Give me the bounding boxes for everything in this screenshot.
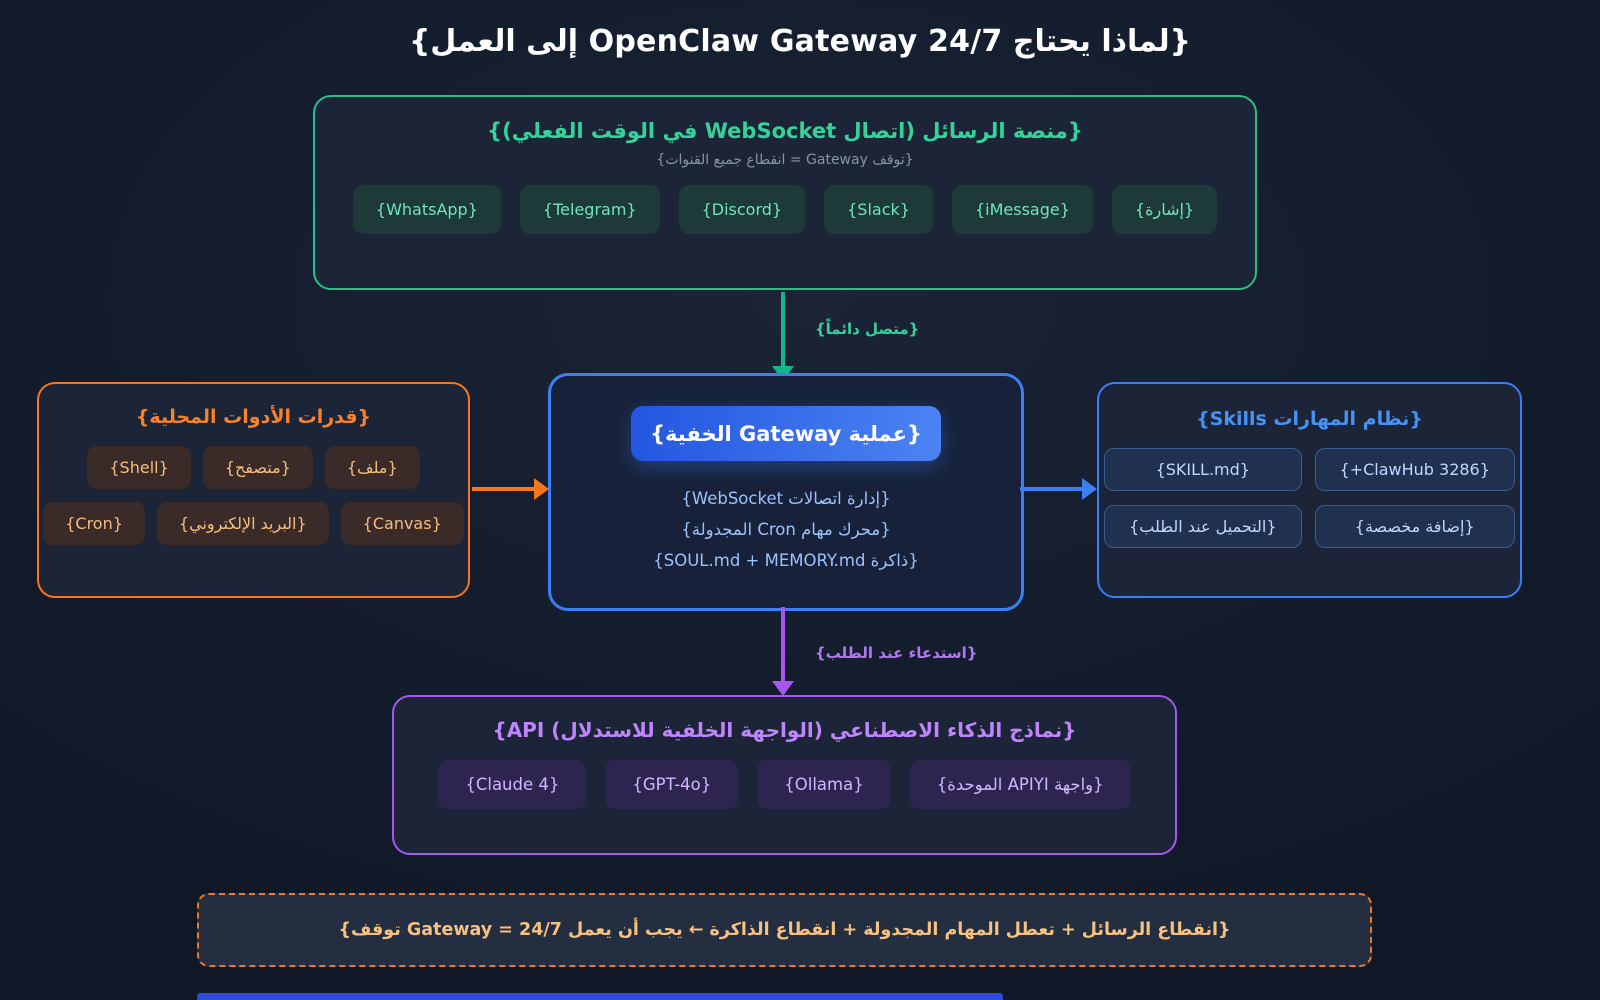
chip-telegram: {Telegram} xyxy=(519,185,660,234)
tools-box-title: {قدرات الأدوات المحلية} xyxy=(135,406,372,428)
arrow-gateway-to-skills-head xyxy=(1082,478,1097,500)
arrow-gateway-to-api-head xyxy=(772,681,794,696)
messaging-box-title: {منصة الرسائل (اتصال WebSocket في الوقت … xyxy=(487,119,1083,143)
chip-cron: {Cron} xyxy=(43,502,145,545)
conclusion-bar: {انقطاع الرسائل + تعطل المهام المجدولة +… xyxy=(197,893,1372,967)
chip-canvas: {Canvas} xyxy=(340,502,464,545)
chip-browser: {متصفح} xyxy=(202,446,313,489)
local-tools-box: {قدرات الأدوات المحلية} {Shell} {متصفح} … xyxy=(37,382,470,598)
chip-skill-md: {SKILL.md} xyxy=(1104,448,1302,491)
arrow-gateway-to-skills-line xyxy=(1020,487,1084,491)
edge-label-on-demand: {استدعاء عند الطلب} xyxy=(815,644,978,662)
chip-clawhub: {ClawHub 3286+} xyxy=(1314,448,1515,491)
chip-file: {ملف} xyxy=(324,446,420,489)
chip-claude4: {Claude 4} xyxy=(438,760,587,809)
arrow-gateway-to-api-line xyxy=(781,607,785,683)
chip-apiyi: {واجهة APIYI الموحدة} xyxy=(909,760,1131,809)
arrow-messaging-to-gateway-line xyxy=(781,292,785,366)
gateway-line-websocket: {إدارة اتصالات WebSocket} xyxy=(681,489,891,508)
page-title: {لماذا يحتاج OpenClaw Gateway 24/7 إلى ا… xyxy=(408,24,1192,59)
skills-chip-grid: {SKILL.md} {ClawHub 3286+} {التحميل عند … xyxy=(1099,448,1520,548)
conclusion-text: {انقطاع الرسائل + تعطل المهام المجدولة +… xyxy=(338,920,1231,940)
chip-imessage: {iMessage} xyxy=(951,185,1093,234)
chip-signal: {إشارة} xyxy=(1111,185,1218,234)
arrow-tools-to-gateway-head xyxy=(534,478,549,500)
edge-label-always-connected: {متصل دائماً} xyxy=(815,320,920,338)
bottom-partial-bar xyxy=(197,993,1003,1000)
api-box-title: {نماذج الذكاء الاصطناعي (الواجهة الخلفية… xyxy=(492,718,1077,742)
arrow-tools-to-gateway-line xyxy=(472,487,536,491)
gateway-line-cron: {محرك مهام Cron المجدولة} xyxy=(681,520,891,539)
tools-chip-rows: {Shell} {متصفح} {ملف} {Cron} {البريد الإ… xyxy=(39,446,468,545)
chip-load-on-demand: {التحميل عند الطلب} xyxy=(1104,505,1302,548)
chip-discord: {Discord} xyxy=(678,185,806,234)
chip-custom-add: {إضافة مخصصة} xyxy=(1314,505,1515,548)
gateway-core-box: {عملية Gateway الخفية} {إدارة اتصالات We… xyxy=(548,373,1024,611)
chip-slack: {Slack} xyxy=(824,185,933,234)
gateway-line-memory: {ذاكرة SOUL.md + MEMORY.md} xyxy=(653,551,919,570)
api-chip-row: {Claude 4} {GPT-4o} {Ollama} {واجهة APIY… xyxy=(394,760,1175,809)
chip-whatsapp: {WhatsApp} xyxy=(352,185,501,234)
messaging-chip-row: {WhatsApp} {Telegram} {Discord} {Slack} … xyxy=(315,185,1255,234)
ai-models-box: {نماذج الذكاء الاصطناعي (الواجهة الخلفية… xyxy=(392,695,1177,855)
messaging-platforms-box: {منصة الرسائل (اتصال WebSocket في الوقت … xyxy=(313,95,1257,290)
messaging-box-subtitle: {توقف Gateway = انقطاع جميع القنوات} xyxy=(656,152,914,168)
chip-gpt4o: {GPT-4o} xyxy=(605,760,739,809)
chip-shell: {Shell} xyxy=(87,446,191,489)
gateway-pill: {عملية Gateway الخفية} xyxy=(631,406,941,461)
skills-box-title: {نظام المهارات Skills} xyxy=(1196,408,1423,430)
chip-ollama: {Ollama} xyxy=(757,760,891,809)
chip-email: {البريد الإلكتروني} xyxy=(156,502,329,545)
skills-system-box: {نظام المهارات Skills} {SKILL.md} {ClawH… xyxy=(1097,382,1522,598)
